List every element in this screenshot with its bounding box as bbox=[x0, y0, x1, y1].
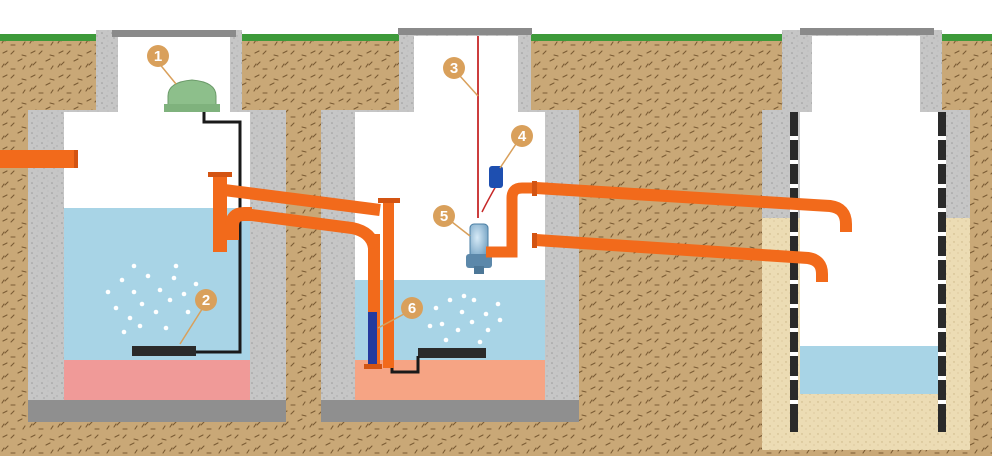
outlet-pipe-upper bbox=[535, 182, 852, 232]
tank-3-left-wall bbox=[790, 112, 798, 432]
air-hose bbox=[196, 112, 242, 354]
float-switch bbox=[489, 166, 503, 188]
submersible-pump bbox=[466, 223, 492, 274]
inlet-pipe bbox=[0, 150, 78, 168]
tank-2-aerator-plate bbox=[418, 348, 486, 358]
callout-6-label: 6 bbox=[408, 300, 416, 317]
tank-2-base bbox=[321, 400, 579, 422]
callout-3-label: 3 bbox=[450, 60, 458, 77]
tank-2-vertical-pipe-b bbox=[383, 202, 394, 368]
aerator-plate bbox=[132, 346, 196, 356]
tank-3-water bbox=[800, 346, 940, 394]
tank-2 bbox=[321, 28, 579, 422]
pump-discharge-pipe bbox=[486, 182, 548, 258]
tank-3-right-wall bbox=[938, 112, 946, 432]
tank-1-tee-pipe bbox=[213, 174, 227, 252]
callout-6: 6 bbox=[377, 297, 423, 329]
tank-1-sludge bbox=[64, 360, 250, 400]
callout-1-label: 1 bbox=[154, 48, 162, 65]
outlet-pipe-lower bbox=[535, 234, 828, 282]
callout-2: 2 bbox=[179, 289, 217, 345]
callout-4-label: 4 bbox=[518, 128, 527, 145]
callout-1: 1 bbox=[147, 45, 177, 85]
transfer-pipe-upper bbox=[223, 184, 381, 216]
tank-1-return-bend bbox=[225, 207, 252, 240]
tank-1-air-bubbles bbox=[105, 263, 207, 335]
tank-1-base bbox=[28, 400, 286, 422]
tank-2-lid bbox=[398, 28, 532, 35]
callout-2-label: 2 bbox=[202, 292, 210, 309]
tank-3-neck-shaft bbox=[812, 36, 920, 116]
callout-3: 3 bbox=[443, 57, 479, 97]
tank-2-air-bubbles bbox=[427, 293, 503, 345]
callout-4: 4 bbox=[499, 125, 533, 169]
tank-3 bbox=[762, 28, 970, 450]
tank-3-bottom-sand bbox=[800, 394, 940, 432]
callout-5: 5 bbox=[433, 205, 471, 237]
tank-1-lid bbox=[112, 30, 236, 37]
tank-1 bbox=[0, 30, 286, 422]
compressor bbox=[164, 79, 220, 112]
inlet-pipe-flange bbox=[74, 150, 78, 168]
tank-2-neck-shaft bbox=[414, 36, 518, 116]
level-sensor bbox=[368, 312, 377, 364]
callout-5-label: 5 bbox=[440, 208, 448, 225]
transfer-pipe-lower bbox=[243, 208, 380, 250]
tank-3-lid bbox=[800, 28, 934, 35]
float-cable bbox=[481, 185, 497, 213]
